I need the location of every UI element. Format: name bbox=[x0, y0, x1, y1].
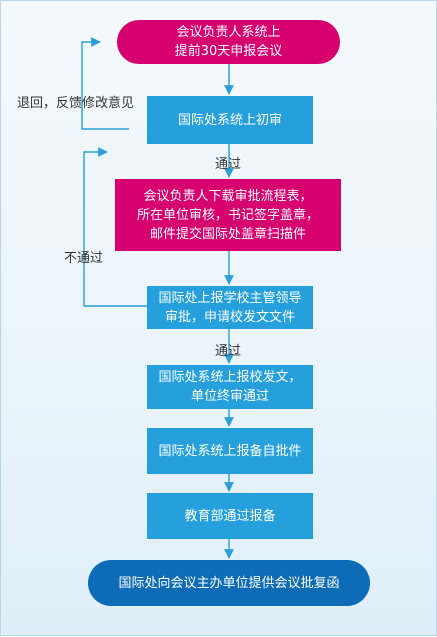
step-apply-meeting: 会议负责人系统上 提前30天申报会议 bbox=[117, 20, 340, 64]
label-fail: 不通过 bbox=[64, 251, 104, 266]
label-return-feedback: 退回，反馈修改意见 bbox=[17, 96, 135, 111]
loop-return bbox=[81, 37, 129, 130]
step-school-document: 国际处系统上报校发文， 单位终审通过 bbox=[147, 365, 313, 409]
label-pass-2: 通过 bbox=[215, 344, 242, 359]
loop-fail bbox=[83, 147, 147, 307]
label-pass-1: 通过 bbox=[215, 157, 242, 172]
step-approval-letter: 国际处向会议主办单位提供会议批复函 bbox=[88, 560, 370, 606]
step-ministry-filing: 教育部通过报备 bbox=[147, 493, 313, 539]
step-leader-approval: 国际处上报学校主管领导 审批，申请校发文文件 bbox=[147, 286, 313, 329]
step-unit-approval: 会议负责人下载审批流程表， 所在单位审核，书记签字盖章， 邮件提交国际处盖章扫描… bbox=[115, 179, 341, 251]
step-initial-review: 国际处系统上初审 bbox=[147, 96, 313, 144]
step-self-approval-filing: 国际处系统上报备自批件 bbox=[147, 428, 313, 474]
